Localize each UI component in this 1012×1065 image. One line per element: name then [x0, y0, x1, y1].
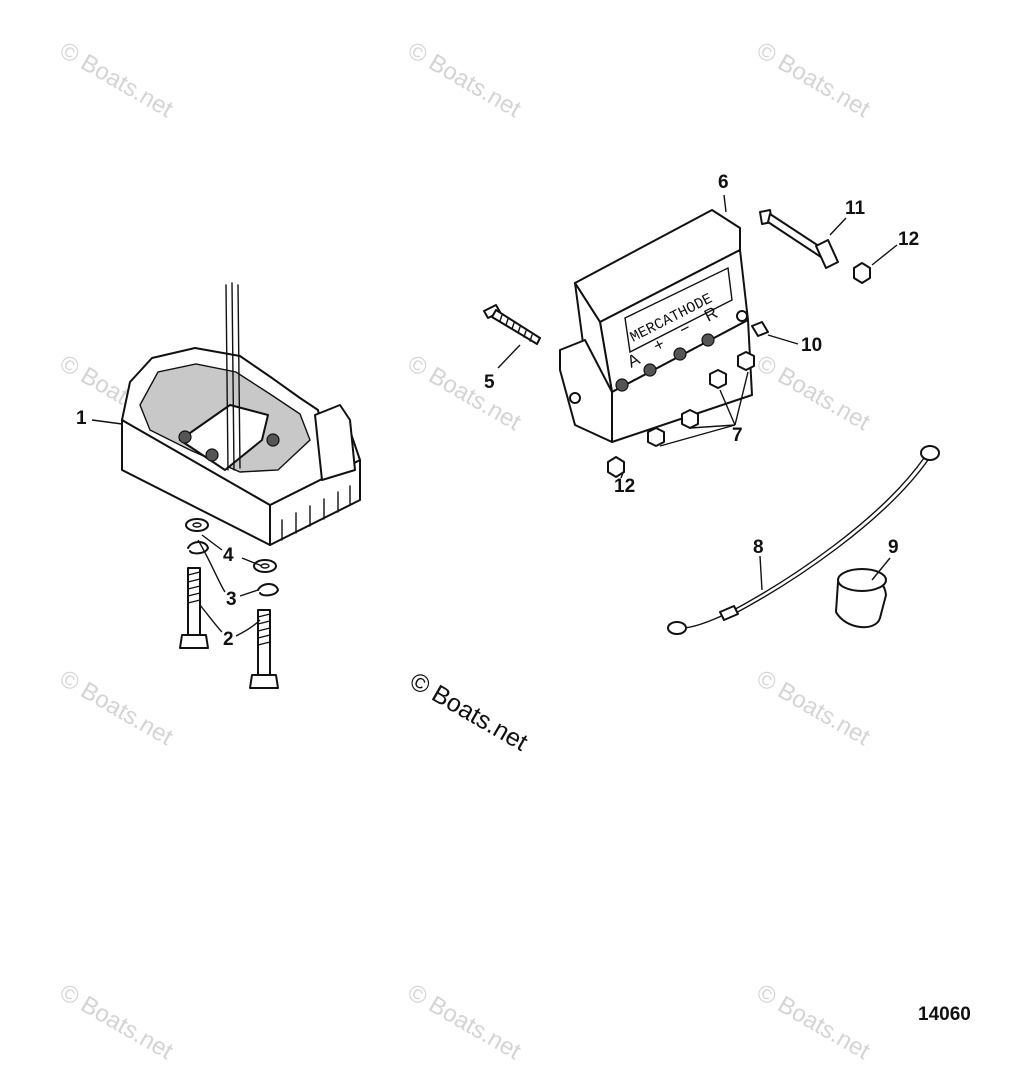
watermark-small: © Boats.net [55, 665, 178, 751]
callouts: 1 2 3 4 5 6 7 8 9 10 11 12 12 [76, 172, 919, 650]
watermark-small: © Boats.net [403, 37, 526, 123]
stud-bolt [759, 209, 839, 269]
watermark-small: © Boats.net [403, 350, 526, 436]
watermark-small: © Boats.net [752, 979, 875, 1065]
small-screw [751, 321, 769, 337]
mounting-bracket [121, 282, 361, 546]
washers-and-bolts [179, 518, 279, 689]
callout-9: 9 [888, 537, 899, 558]
callout-5: 5 [484, 372, 495, 393]
watermark-small: © Boats.net [55, 37, 178, 123]
watermark-small: © Boats.net [752, 665, 875, 751]
callout-12a: 12 [898, 229, 919, 250]
watermark-small: © Boats.net [55, 979, 178, 1065]
lock-nuts [607, 262, 871, 478]
long-screw [483, 304, 541, 345]
callout-10: 10 [801, 335, 822, 356]
watermark-center: © Boats.net [405, 667, 532, 757]
watermark-small: © Boats.net [403, 979, 526, 1065]
callout-7: 7 [732, 425, 743, 446]
mercathode-controller: MERCATHODE A + − R [559, 209, 753, 443]
callout-11: 11 [845, 198, 866, 219]
watermark-grid: © Boats.net © Boats.net © Boats.net © Bo… [55, 37, 875, 1065]
watermark-small: © Boats.net [752, 350, 875, 436]
callout-12b: 12 [614, 476, 635, 497]
ground-wire [667, 445, 940, 635]
leader-lines [91, 194, 898, 637]
callout-6: 6 [718, 172, 729, 193]
hex-nuts [647, 351, 755, 447]
cap [835, 568, 887, 629]
callout-1: 1 [76, 408, 87, 429]
callout-2: 2 [223, 629, 234, 650]
watermark-small: © Boats.net [752, 37, 875, 123]
callout-3: 3 [226, 589, 237, 610]
figure-number: 14060 [918, 1004, 971, 1025]
callout-8: 8 [753, 537, 764, 558]
callout-4: 4 [223, 545, 234, 566]
